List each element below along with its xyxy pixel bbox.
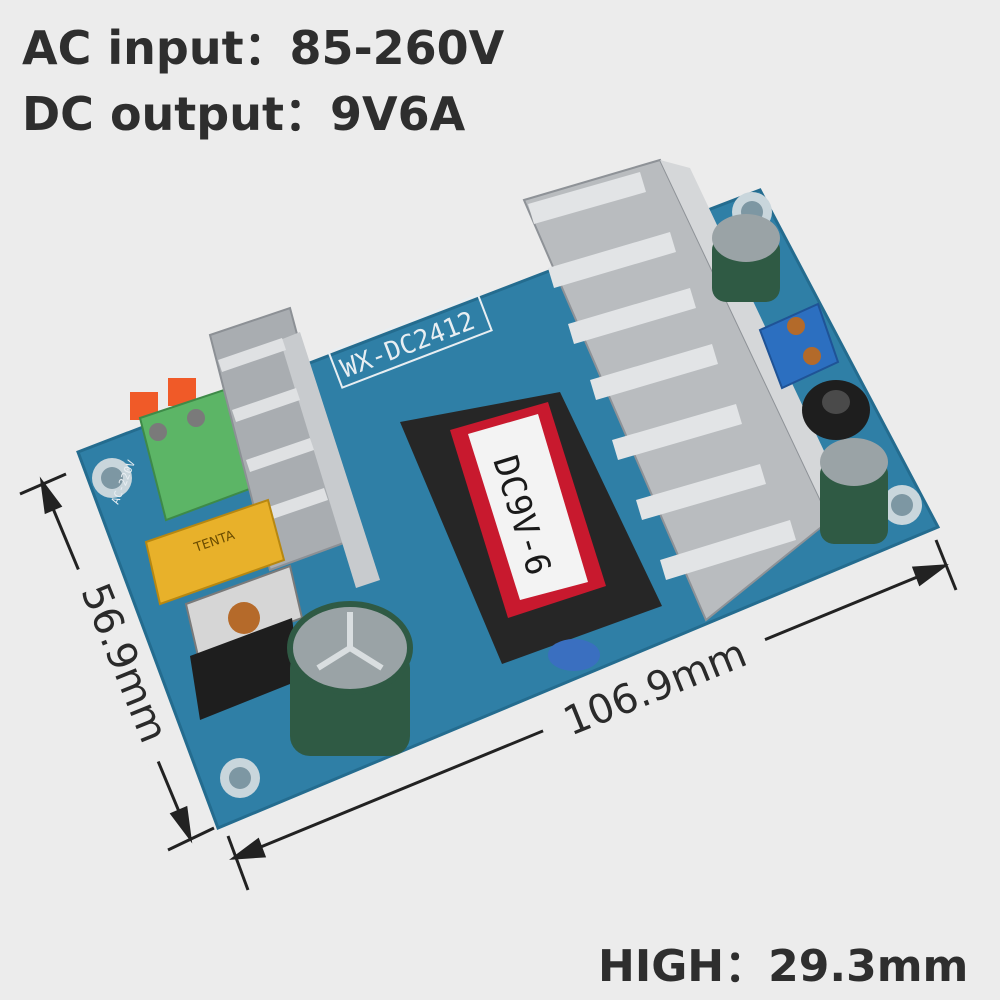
mounting-hole (220, 758, 260, 798)
y-capacitor (548, 639, 600, 671)
fuse: TENTA (144, 498, 286, 606)
ac-input-terminal (130, 378, 254, 522)
output-inductor (802, 380, 870, 440)
transformer: DC9V-6 (400, 392, 662, 671)
input-capacitor (287, 601, 413, 756)
large-heatsink (522, 158, 852, 622)
height-spec: HIGH：29.3mm (598, 941, 969, 992)
ac-input-spec: AC input：85-260V (22, 21, 505, 75)
output-capacitor (712, 214, 780, 302)
mounting-hole (882, 485, 922, 525)
dc-output-spec: DC output：9V6A (22, 87, 466, 141)
small-heatsink (208, 306, 380, 588)
dc-output-terminal (758, 302, 840, 390)
mounting-hole (92, 458, 132, 498)
output-capacitor (820, 438, 888, 544)
